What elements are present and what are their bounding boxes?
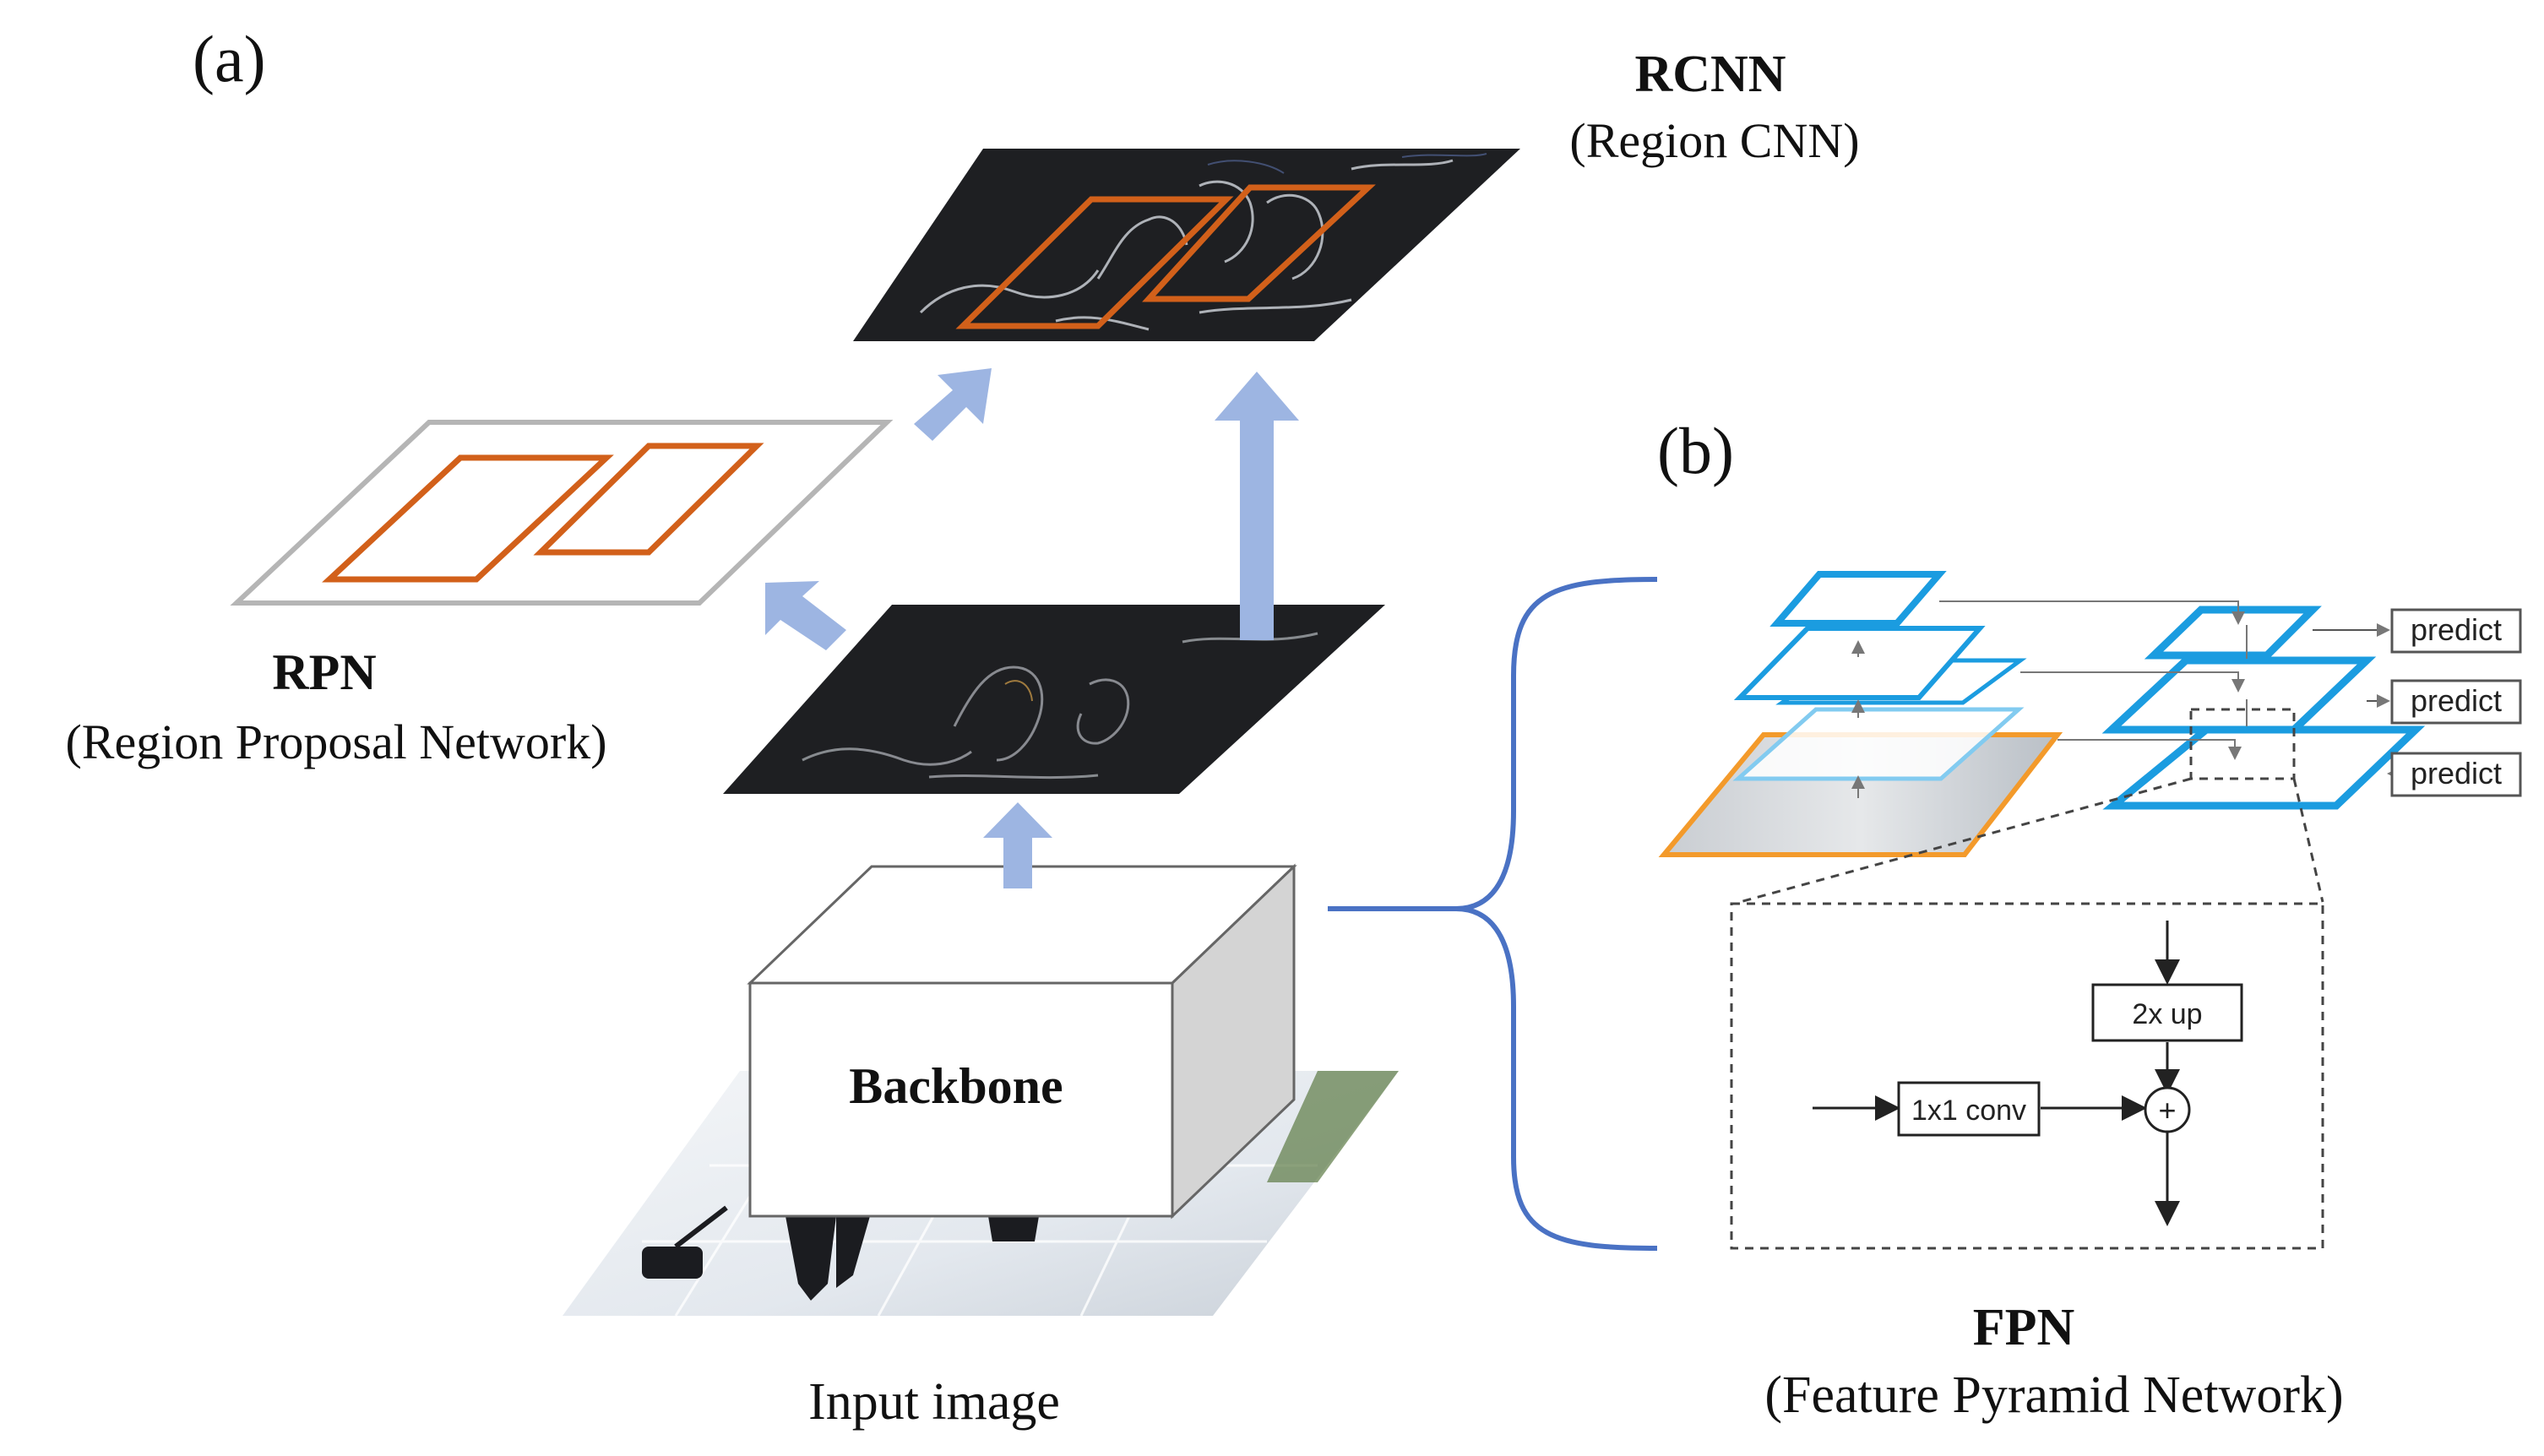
predict-label-1: predict	[2411, 612, 2502, 647]
rcnn-box-bag	[1142, 184, 1376, 302]
predict-box-1	[2390, 608, 2522, 654]
predict-box-2	[2390, 679, 2522, 725]
input-image-label: Input image	[808, 1373, 1060, 1431]
predict-label-3: predict	[2411, 756, 2502, 790]
rcnn-subtitle: (Region CNN)	[1569, 113, 1859, 168]
rpn-subtitle: (Region Proposal Network)	[65, 714, 606, 769]
rcnn-box-person	[955, 196, 1234, 329]
zoom-callout	[1730, 777, 2324, 1250]
rcnn-title: RCNN	[1634, 46, 1786, 103]
arrow-backbone-to-features	[983, 802, 1052, 888]
arrow-features-to-rcnn	[1215, 372, 1299, 640]
upsample-label: 2x up	[2132, 998, 2202, 1030]
predict-box-3	[2390, 752, 2522, 797]
add-node	[2144, 1086, 2191, 1133]
arrow-features-to-rpn	[765, 581, 846, 650]
backbone-box	[747, 863, 1297, 1220]
fpn-predict-outputs: predict predict predict	[2313, 608, 2522, 797]
rpn-plane	[230, 420, 894, 606]
fpn-left-pyramid	[1658, 571, 2063, 857]
backbone-label: Backbone	[849, 1058, 1063, 1114]
conv-label: 1x1 conv	[1911, 1095, 2026, 1127]
fpn-subtitle: (Feature Pyramid Network)	[1764, 1366, 2343, 1424]
add-symbol: +	[2158, 1093, 2176, 1127]
upsample-box	[2091, 983, 2243, 1042]
conv-box	[1897, 1081, 2041, 1137]
fpn-right-pyramid	[1939, 600, 2426, 810]
panel-a-label: (a)	[193, 22, 266, 95]
fpn-detail: 2x up 1x1 conv +	[1813, 921, 2243, 1226]
panel-b-label: (b)	[1657, 414, 1734, 487]
rcnn-feature-map	[853, 149, 1520, 341]
rpn-box-2	[533, 443, 764, 556]
rpn-box-1	[322, 454, 614, 583]
flow-arrows	[765, 368, 1299, 888]
predict-label-2: predict	[2411, 683, 2502, 718]
fpn-detail-box	[1730, 902, 2324, 1250]
fpn-title: FPN	[1973, 1299, 2075, 1356]
rpn-title: RPN	[272, 644, 376, 700]
arrow-rpn-to-rcnn	[914, 368, 992, 441]
fpn-brace	[1328, 577, 1658, 1251]
backbone-feature-map	[723, 605, 1385, 794]
